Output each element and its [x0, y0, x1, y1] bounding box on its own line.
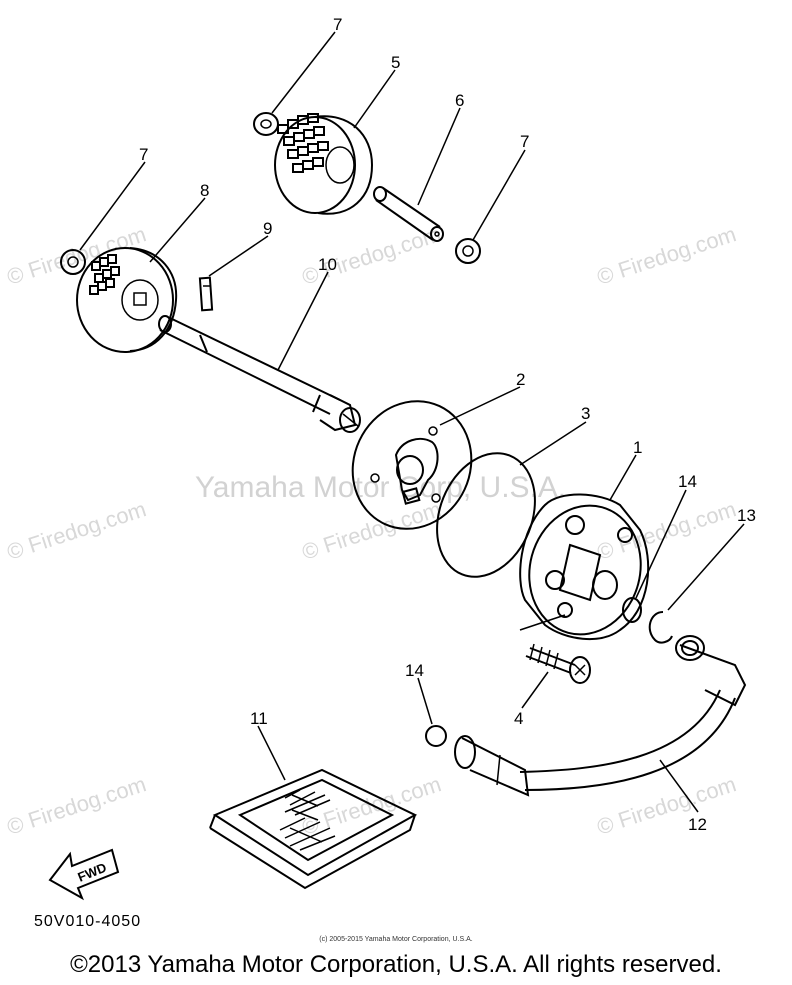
callout-4: 4 — [514, 709, 523, 728]
firedog-watermark: © Firedog.com — [299, 496, 444, 564]
part-12-oil-delivery-pipe — [454, 635, 747, 797]
part-1-oil-pump-body — [519, 493, 650, 641]
diagram-code: 50V010-4050 — [34, 913, 142, 930]
firedog-watermark: © Firedog.com — [4, 496, 149, 564]
part-14-o-ring-upper — [622, 597, 642, 623]
part-10-pump-shaft — [158, 315, 361, 433]
callout-7: 7 — [333, 15, 342, 34]
part-14-o-ring-lower — [425, 725, 447, 747]
callout-1: 1 — [633, 438, 642, 457]
part-6-pin-shaft — [373, 186, 444, 242]
part-11-oil-strainer — [209, 768, 418, 890]
part-13-circlip — [648, 611, 673, 644]
callout-12: 12 — [688, 815, 707, 834]
firedog-watermark: © Firedog.com — [594, 221, 739, 289]
leader-lines — [79, 31, 745, 813]
yamaha-watermark: Yamaha Motor Corp, U.S.A. — [195, 471, 566, 504]
callout-14: 14 — [405, 661, 424, 680]
firedog-watermark: © Firedog.com — [4, 771, 149, 839]
callout-7: 7 — [139, 145, 148, 164]
callout-2: 2 — [516, 370, 525, 389]
callout-9: 9 — [263, 219, 272, 238]
part-5-drive-gear — [274, 113, 374, 215]
part-7-washer-left — [60, 249, 86, 275]
callout-14: 14 — [678, 472, 697, 491]
callout-5: 5 — [391, 53, 400, 72]
part-8-driven-gear — [76, 247, 178, 353]
callout-10: 10 — [318, 255, 337, 274]
small-copyright-note: (c) 2005-2015 Yamaha Motor Corporation, … — [319, 936, 473, 943]
part-7-washer-top — [253, 112, 279, 136]
callout-8: 8 — [200, 181, 209, 200]
watermark-layer: © Firedog.com © Firedog.com © Firedog.co… — [4, 221, 739, 839]
copyright-footer: ©2013 Yamaha Motor Corporation, U.S.A. A… — [70, 951, 722, 978]
callout-13: 13 — [737, 506, 756, 525]
callout-3: 3 — [581, 404, 590, 423]
part-2-pump-cover-gasket — [351, 400, 473, 530]
part-9-dowel-pin — [198, 276, 214, 312]
callout-numbers: 7 5 6 7 7 8 9 10 2 3 1 14 13 4 14 11 12 — [139, 15, 756, 834]
callout-11: 11 — [250, 709, 268, 728]
part-7-washer-right — [455, 238, 481, 264]
firedog-watermark: © Firedog.com — [4, 221, 149, 289]
forward-direction-arrow: FWD — [48, 848, 120, 901]
part-4-screw — [525, 643, 591, 684]
callout-6: 6 — [455, 91, 464, 110]
callout-7: 7 — [520, 132, 529, 151]
